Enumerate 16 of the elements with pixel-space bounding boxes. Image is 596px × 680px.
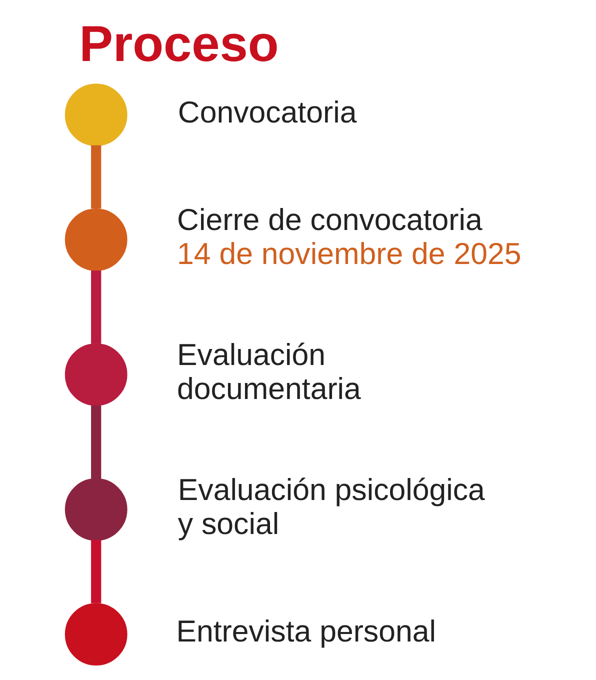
node-circle bbox=[64, 343, 127, 406]
node-label: Convocatoria bbox=[177, 96, 356, 130]
node-circle bbox=[64, 478, 127, 541]
node-label: Evaluación documentaria bbox=[176, 339, 360, 406]
connector bbox=[90, 405, 101, 479]
diagram-title: Proceso bbox=[78, 14, 278, 72]
node-label: 14 de noviembre de 2025 bbox=[176, 238, 521, 271]
node-label: Cierre de convocatoria bbox=[176, 204, 482, 238]
connector bbox=[90, 145, 101, 209]
connector bbox=[90, 540, 101, 604]
node-circle bbox=[64, 208, 127, 271]
node-circle bbox=[64, 603, 127, 666]
node-circle bbox=[64, 84, 127, 146]
node-label: Entrevista personal bbox=[176, 616, 436, 649]
connector bbox=[90, 270, 101, 344]
node-label: Evaluación psicológica y social bbox=[177, 474, 484, 541]
